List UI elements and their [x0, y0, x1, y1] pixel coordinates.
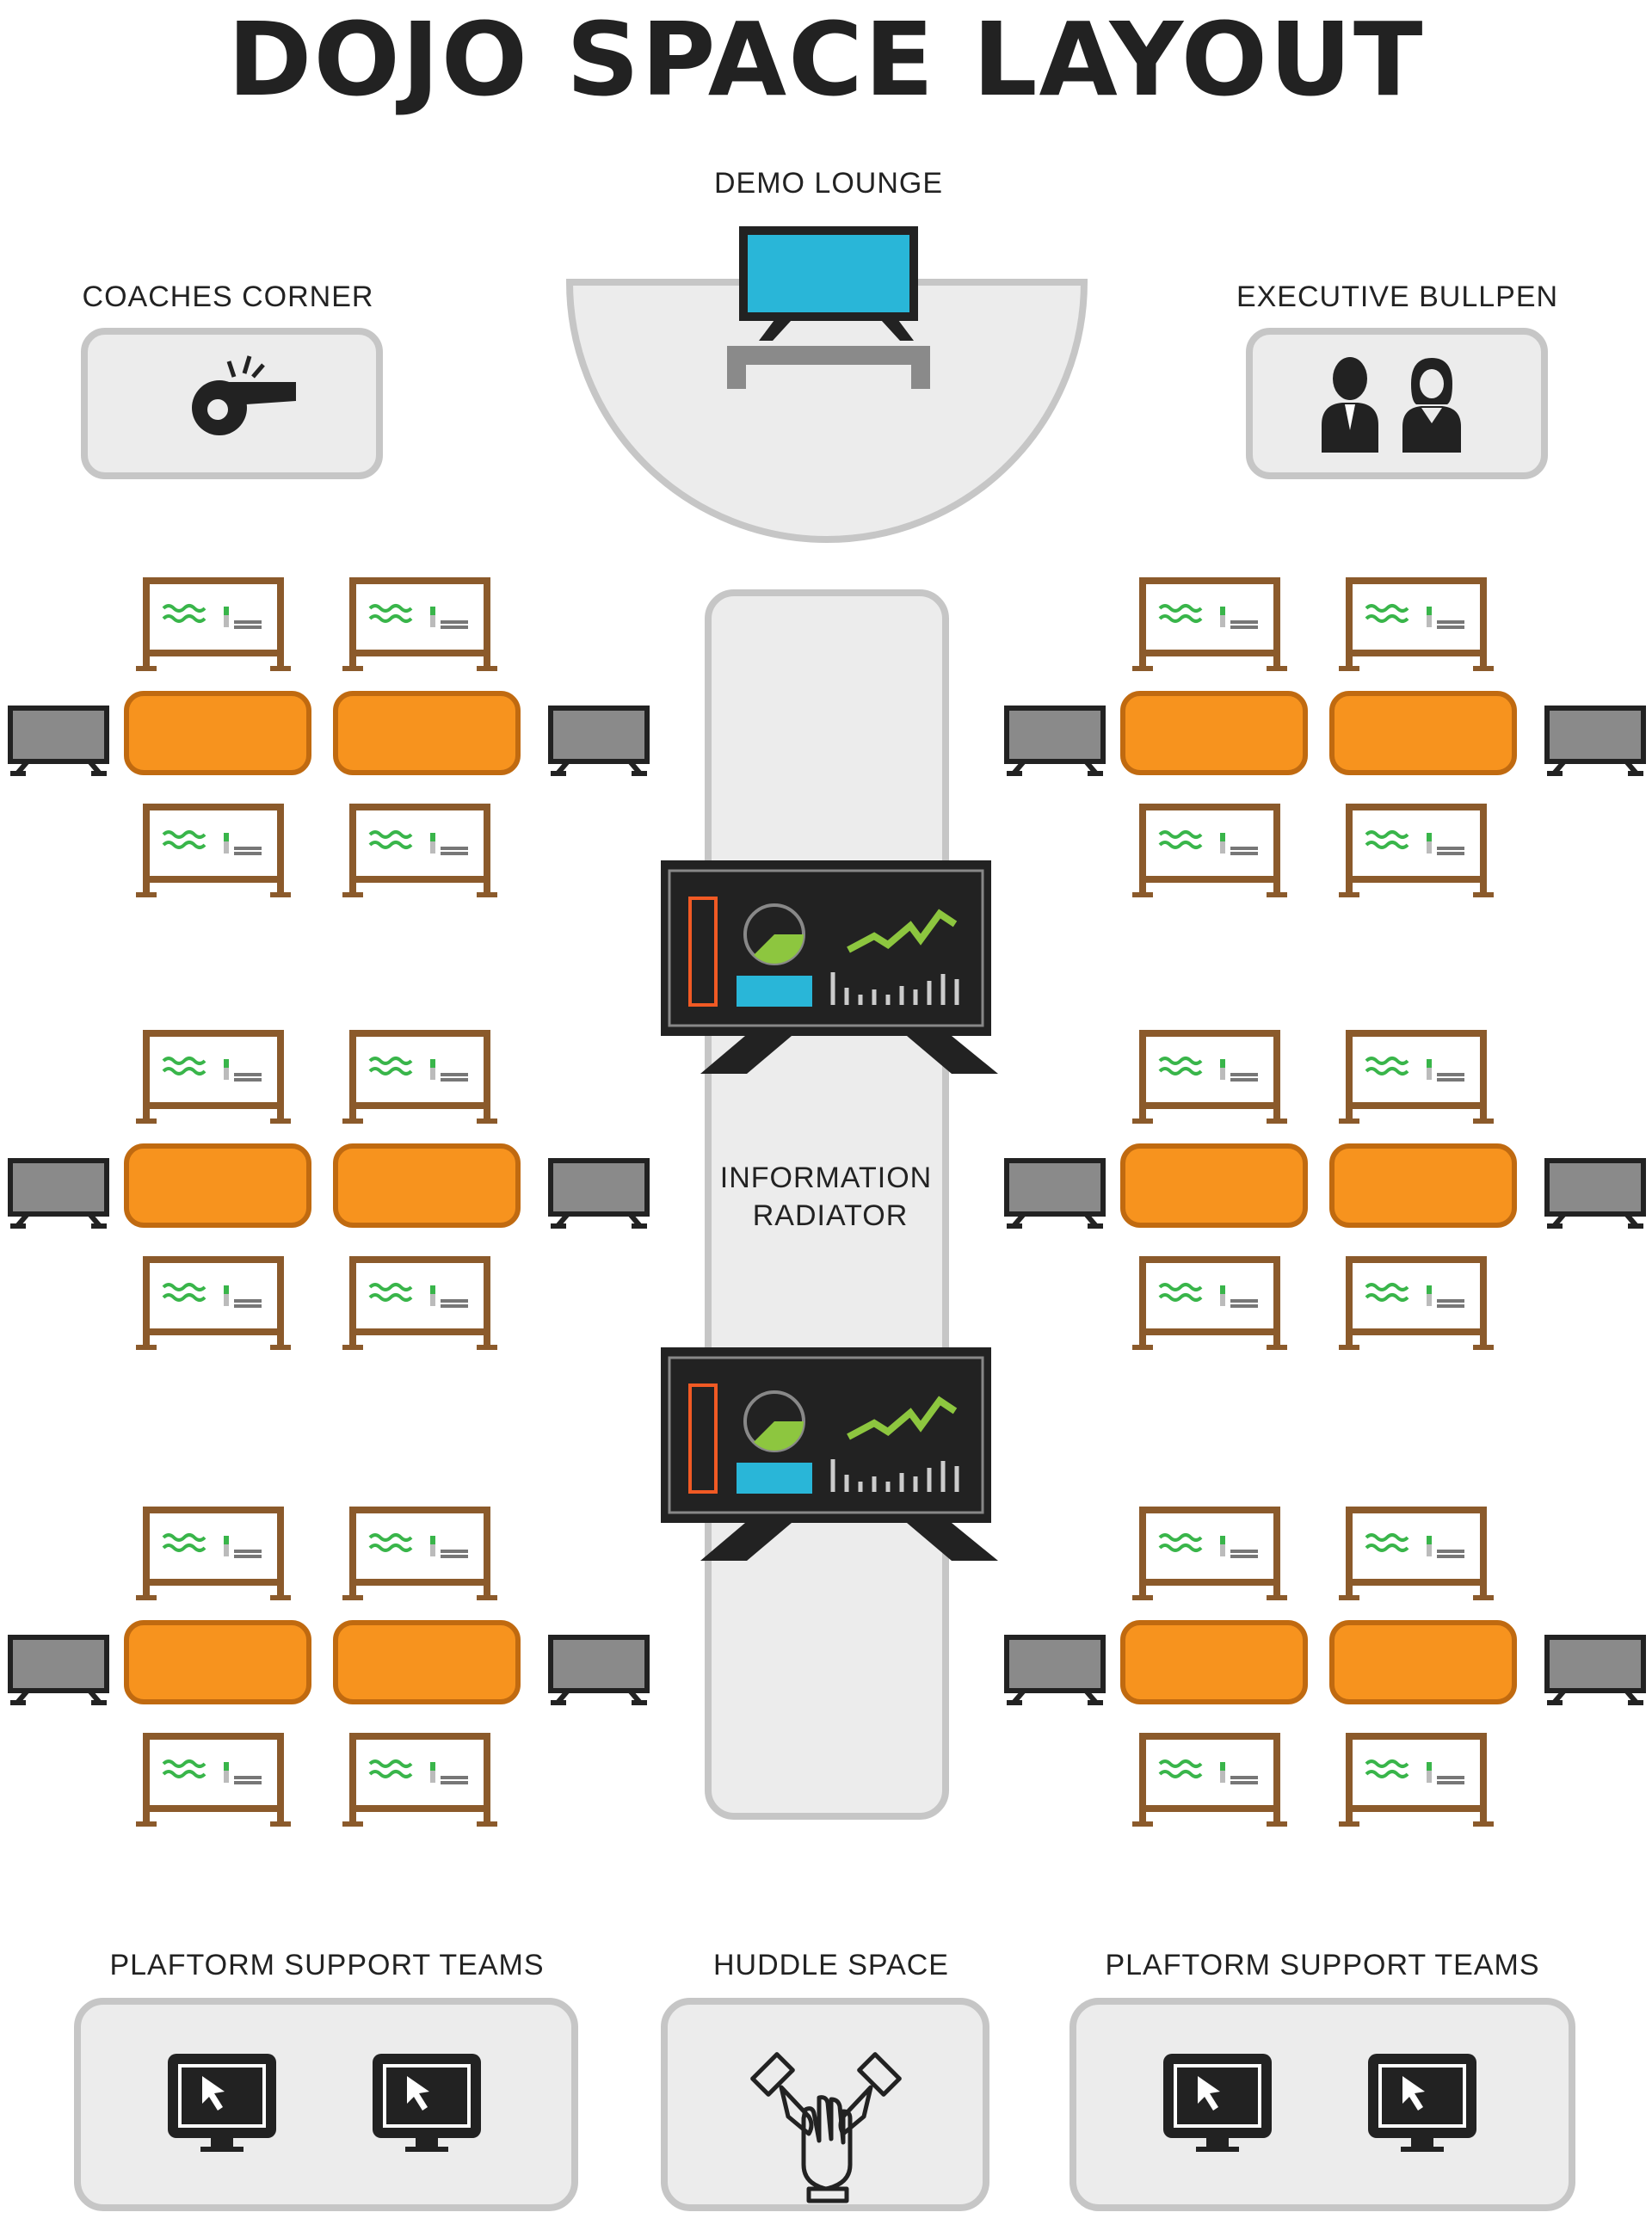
- monitor-cursor-icon: [168, 2054, 276, 2152]
- executive-bullpen-area: [1246, 328, 1548, 479]
- demo-tv-icon: [727, 226, 930, 389]
- information-radiator-label-line2: RADIATOR: [753, 1199, 909, 1232]
- demo-lounge-area: [565, 279, 1088, 543]
- team-pod-left-3: [10, 1510, 647, 1824]
- executive-bullpen-label: EXECUTIVE BULLPEN: [1236, 280, 1558, 313]
- coaches-corner-label: COACHES CORNER: [83, 280, 374, 313]
- page-title: DOJO SPACE LAYOUT: [228, 0, 1425, 119]
- team-pod-left-1: [10, 581, 647, 895]
- monitor-cursor-icon: [1163, 2054, 1272, 2152]
- huddle-space-area: [661, 1998, 989, 2211]
- platform-support-right-area: [1069, 1998, 1575, 2211]
- executives-icon: [1322, 357, 1461, 453]
- information-radiator-label-line1: INFORMATION: [720, 1162, 932, 1194]
- monitor-cursor-icon: [1368, 2054, 1476, 2152]
- platform-support-left-label: PLAFTORM SUPPORT TEAMS: [109, 1949, 544, 1981]
- team-hands-icon: [750, 2052, 902, 2203]
- team-pod-right-2: [1007, 1033, 1643, 1347]
- platform-support-left-area: [74, 1998, 578, 2211]
- monitor-cursor-icon: [373, 2054, 481, 2152]
- team-pod-right-1: [1007, 581, 1643, 895]
- team-pod-right-3: [1007, 1510, 1643, 1824]
- huddle-space-label: HUDDLE SPACE: [713, 1949, 949, 1981]
- platform-support-right-label: PLAFTORM SUPPORT TEAMS: [1105, 1949, 1539, 1981]
- whistle-icon: [192, 355, 296, 435]
- demo-lounge-label: DEMO LOUNGE: [714, 167, 943, 200]
- team-pod-left-2: [10, 1033, 647, 1347]
